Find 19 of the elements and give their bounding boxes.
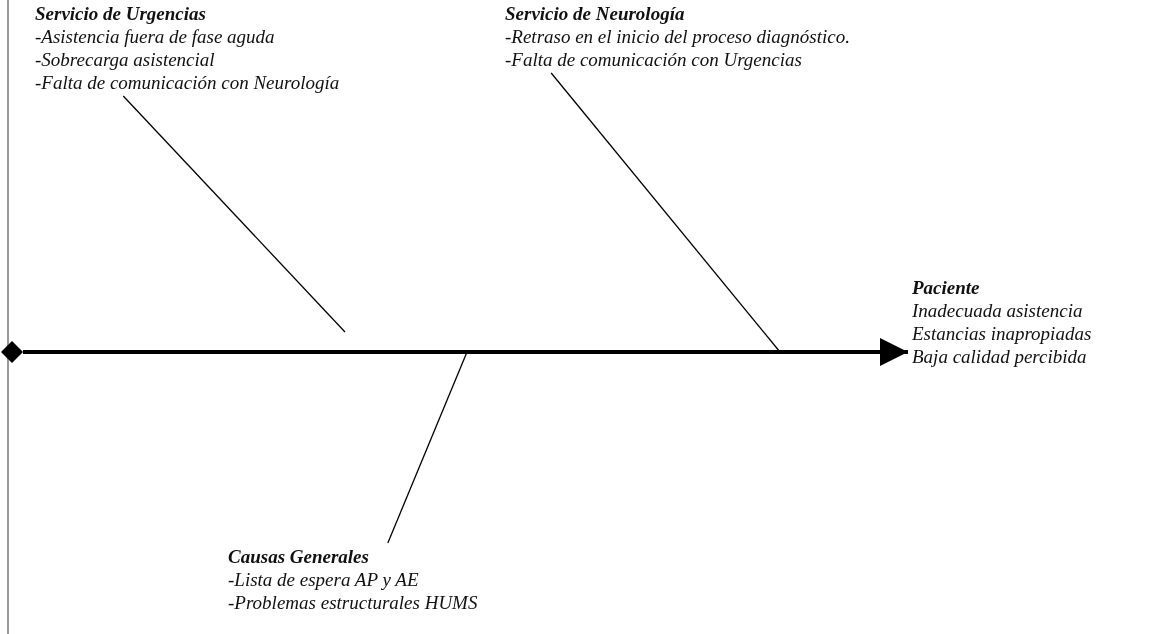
spine-arrow bbox=[23, 338, 908, 366]
bone-line bbox=[122, 95, 346, 333]
bone-line bbox=[550, 72, 781, 353]
list-item: -Retraso en el inicio del proceso diagnóstico. bbox=[505, 25, 850, 48]
list-item: Estancias inapropiadas bbox=[912, 322, 1092, 345]
list-item: -Lista de espera AP y AE bbox=[228, 568, 419, 591]
group-heading: Servicio de Neurología bbox=[505, 2, 685, 25]
bone-line bbox=[387, 351, 468, 544]
list-item: -Falta de comunicación con Urgencias bbox=[505, 48, 802, 71]
group-heading: Paciente bbox=[912, 276, 980, 299]
list-item: Inadecuada asistencia bbox=[912, 299, 1083, 322]
list-item: -Sobrecarga asistencial bbox=[35, 48, 215, 71]
list-item: -Problemas estructurales HUMS bbox=[228, 591, 478, 614]
diamond-marker bbox=[1, 341, 23, 363]
list-item: -Falta de comunicación con Neurología bbox=[35, 71, 340, 94]
list-item: -Asistencia fuera de fase aguda bbox=[35, 25, 275, 48]
group-heading: Servicio de Urgencias bbox=[35, 2, 206, 25]
group-heading: Causas Generales bbox=[228, 545, 369, 568]
list-item: Baja calidad percibida bbox=[912, 345, 1087, 368]
